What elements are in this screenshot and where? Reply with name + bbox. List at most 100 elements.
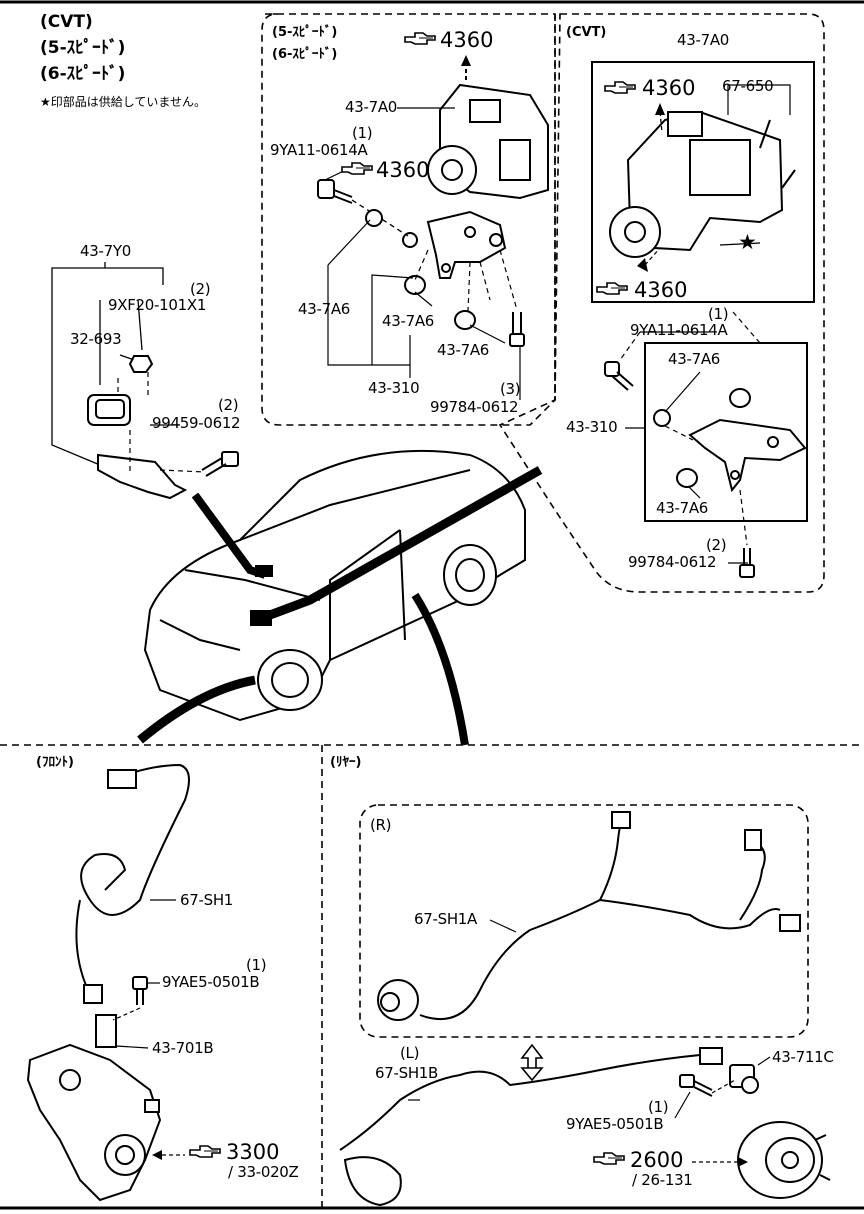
- cvt-group-frame: [498, 13, 825, 593]
- part-label[interactable]: 67-650: [722, 77, 774, 95]
- arrow-down: [637, 258, 648, 272]
- hydraulic-unit-cvt: [609, 110, 796, 258]
- manual-variant-6: (6-ｽﾋﾟｰﾄﾞ): [272, 47, 338, 62]
- part-label[interactable]: 43-7A0: [345, 98, 398, 116]
- bolt-manual: [317, 179, 353, 204]
- part-label[interactable]: 99784-0612: [430, 398, 519, 416]
- cvt-title: (CVT): [566, 25, 607, 40]
- ref-number[interactable]: 4360: [634, 278, 688, 302]
- sensor-bolt: [201, 451, 239, 477]
- front-bolt: [132, 976, 148, 1005]
- bush-manual-c: [454, 310, 476, 330]
- unit-mark: [255, 565, 273, 577]
- ref-number[interactable]: 4360: [642, 76, 696, 100]
- hand-ref-icon: [404, 32, 436, 45]
- hand-ref-icon: [604, 81, 636, 94]
- part-qty: (1): [246, 956, 267, 974]
- bracket-cvt: [688, 418, 807, 493]
- part-label[interactable]: 9YA11-0614A: [630, 321, 728, 339]
- part-label[interactable]: 43-310: [368, 379, 420, 397]
- pointer-arrow: [137, 675, 256, 744]
- cvt-bracket-box: [644, 342, 808, 522]
- bush-manual-b: [404, 275, 426, 295]
- part-qty: (2): [190, 280, 211, 298]
- bush-cvt-b: [729, 388, 751, 408]
- part-label[interactable]: 43-701B: [152, 1039, 214, 1057]
- bush-cvt-a: [653, 409, 671, 427]
- rear-left-label: (L): [400, 1044, 420, 1062]
- rear-bolt: [679, 1074, 713, 1097]
- part-label[interactable]: 43-711C: [772, 1048, 834, 1066]
- bolt-cvt: [604, 361, 634, 391]
- variant-5-speed: (5-ｽﾋﾟｰﾄﾞ): [40, 38, 126, 58]
- part-label[interactable]: 99459-0612: [152, 414, 241, 432]
- variant-6-speed: (6-ｽﾋﾟｰﾄﾞ): [40, 64, 126, 84]
- variant-cvt: (CVT): [40, 12, 93, 32]
- ref-number[interactable]: 4360: [376, 158, 430, 182]
- rear-hub: [737, 1121, 831, 1199]
- part-label[interactable]: 9YAE5-0501B: [566, 1115, 664, 1133]
- left-right-arrow: [520, 1043, 544, 1082]
- part-label[interactable]: 43-7A6: [668, 350, 721, 368]
- hand-ref-icon: [593, 1152, 625, 1165]
- hand-ref-icon: [189, 1145, 221, 1158]
- arrow-left: [152, 1150, 162, 1160]
- part-label[interactable]: 43-7A0: [677, 31, 730, 49]
- part-label[interactable]: 9XF20-101X1: [108, 296, 207, 314]
- ref-number[interactable]: 3300: [226, 1140, 280, 1164]
- pointer-arrow: [268, 466, 543, 620]
- part-qty: (1): [352, 124, 373, 142]
- not-supplied-mark: ★: [738, 230, 757, 254]
- rear-right-harness: [377, 811, 801, 1021]
- front-sensor-wire: [75, 763, 190, 1048]
- bush-manual-a: [365, 209, 383, 227]
- part-qty: (2): [706, 536, 727, 554]
- rear-right-frame: [359, 804, 809, 1038]
- ref-subnumber: / 26-131: [632, 1171, 693, 1189]
- part-label[interactable]: 43-310: [566, 418, 618, 436]
- rear-right-label: (R): [370, 816, 392, 834]
- ref-subnumber: / 33-020Z: [228, 1163, 299, 1181]
- part-label[interactable]: 67-SH1: [180, 891, 234, 909]
- part-label[interactable]: 9YAE5-0501B: [162, 973, 260, 991]
- hand-ref-icon: [596, 282, 628, 295]
- bracket-manual: [402, 210, 507, 279]
- steering-knuckle: [26, 1043, 162, 1202]
- hydraulic-unit-manual: [427, 60, 549, 200]
- part-qty: (2): [218, 396, 239, 414]
- part-label[interactable]: 99784-0612: [628, 553, 717, 571]
- ref-number[interactable]: 2600: [630, 1148, 684, 1172]
- part-qty: (1): [708, 305, 729, 323]
- arrow-right: [738, 1157, 748, 1167]
- pointer-arrow: [411, 592, 469, 746]
- arrow-up: [461, 55, 471, 66]
- front-title: (ﾌﾛﾝﾄ): [36, 755, 74, 770]
- manual-variant-5: (5-ｽﾋﾟｰﾄﾞ): [272, 25, 338, 40]
- rear-sensor: [729, 1064, 759, 1094]
- part-label[interactable]: 43-7A6: [298, 300, 351, 318]
- part-qty: (3): [500, 380, 521, 398]
- arrow-up: [655, 103, 665, 115]
- part-label[interactable]: 43-7A6: [656, 499, 709, 517]
- sensor-group-leaders: [51, 262, 180, 466]
- part-label[interactable]: 67-SH1A: [414, 910, 478, 928]
- part-label[interactable]: 43-7A6: [437, 341, 490, 359]
- rear-left-harness: [339, 1047, 723, 1207]
- part-label[interactable]: 43-7Y0: [80, 242, 131, 260]
- bolt2-manual: [509, 312, 525, 347]
- part-label[interactable]: 9YA11-0614A: [270, 141, 368, 159]
- rear-title: (ﾘﾔｰ): [330, 755, 362, 770]
- cvt-hu-box: [591, 61, 815, 303]
- part-label[interactable]: 43-7A6: [382, 312, 435, 330]
- bolt2-cvt: [739, 548, 755, 578]
- not-supplied-note: ★印部品は供給していません。: [40, 95, 207, 109]
- ref-number[interactable]: 4360: [440, 28, 494, 52]
- unit-mark: [250, 610, 272, 626]
- part-label[interactable]: 32-693: [70, 330, 122, 348]
- hand-ref-icon: [341, 162, 373, 175]
- manual-group-frame: [261, 13, 556, 426]
- part-qty: (1): [648, 1098, 669, 1116]
- part-label[interactable]: 67-SH1B: [375, 1064, 439, 1082]
- bush-cvt-c: [676, 468, 698, 488]
